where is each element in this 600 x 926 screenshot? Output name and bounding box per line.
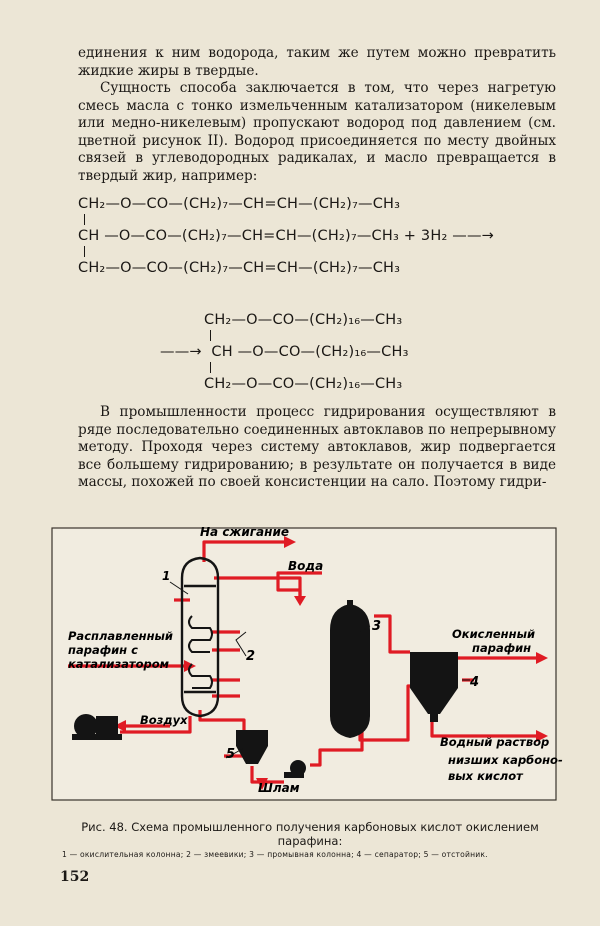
pipe-wash-to-separator: [374, 614, 410, 654]
number-2: 2: [246, 649, 255, 664]
liquid-pump: [284, 760, 306, 778]
number-3: 3: [372, 619, 381, 634]
formula-reactant-line-3: CH₂—O—CO—(CH₂)₇—CH=CH—(CH₂)₇—CH₃: [78, 260, 401, 276]
arrow-air: [114, 720, 126, 732]
paragraph-continuation: единения к ним водорода, таким же путем …: [78, 45, 556, 79]
formula-bond: [210, 330, 211, 341]
pipelines: [68, 540, 540, 784]
leader-lines: [169, 581, 470, 759]
settler: [236, 730, 268, 764]
paragraph-method: Сущность способа заключается в том, что …: [78, 80, 556, 184]
label-air: Воздух: [140, 713, 188, 727]
pipe-column-to-wash: [214, 576, 302, 600]
process-diagram: На сжигание Вода Расплавленный парафин с…: [51, 525, 563, 801]
page-number: 152: [60, 869, 90, 885]
formula-reactant-line-2: CH —O—CO—(CH₂)₇—CH=CH—(CH₂)₇—CH₃ + 3H₂ —…: [78, 228, 495, 244]
label-feed-1: Расплавленный: [68, 629, 173, 643]
label-oxidized-2: парафин: [472, 641, 531, 655]
label-aqueous-3: вых кислот: [448, 769, 524, 783]
arrow-oxidized: [536, 652, 548, 664]
pipe-settler-sludge: [250, 766, 284, 784]
formula-product-line-2: ——→ CH —O—CO—(CH₂)₁₆—CH₃: [160, 344, 409, 360]
arrow-sludge: [256, 778, 268, 790]
separator: [410, 652, 458, 722]
label-water: Вода: [288, 559, 323, 573]
paragraph-industry: В промышленности процесс гидрирования ос…: [78, 404, 556, 491]
pipe-aqueous-out: [430, 720, 540, 738]
label-oxidized-1: Окисленный: [452, 627, 535, 641]
figure-caption: Рис. 48. Схема промышленного получения к…: [81, 820, 539, 848]
arrow-water: [294, 596, 306, 606]
number-4: 4: [469, 675, 479, 690]
arrow-burn: [284, 536, 296, 548]
air-compressor: [72, 714, 122, 740]
pipe-air: [120, 716, 192, 734]
label-burn: На сжигание: [200, 525, 289, 539]
number-1: 1: [162, 569, 170, 583]
formula-bond: [84, 246, 85, 257]
arrow-aqueous: [536, 730, 548, 742]
formula-product-line-1: CH₂—O—CO—(CH₂)₁₆—CH₃: [204, 312, 403, 328]
wash-column: [330, 600, 370, 738]
number-5: 5: [226, 747, 235, 762]
label-feed-3: катализатором: [68, 657, 170, 671]
formula-product-line-3: CH₂—O—CO—(CH₂)₁₆—CH₃: [204, 376, 403, 392]
formula-bond: [84, 214, 85, 225]
oxidation-column: [180, 556, 220, 718]
label-aqueous-2: низших карбоно-: [448, 753, 563, 767]
formula-reactant-line-1: CH₂—O—CO—(CH₂)₇—CH=CH—(CH₂)₇—CH₃: [78, 196, 401, 212]
label-sludge: Шлам: [258, 781, 300, 795]
figure-legend: 1 — окислительная колонна; 2 — змеевики;…: [62, 850, 488, 859]
pipe-burn: [202, 540, 290, 562]
formula-bond: [210, 362, 211, 373]
label-aqueous-1: Водный раствор: [440, 735, 549, 749]
label-feed-2: парафин с: [68, 643, 138, 657]
